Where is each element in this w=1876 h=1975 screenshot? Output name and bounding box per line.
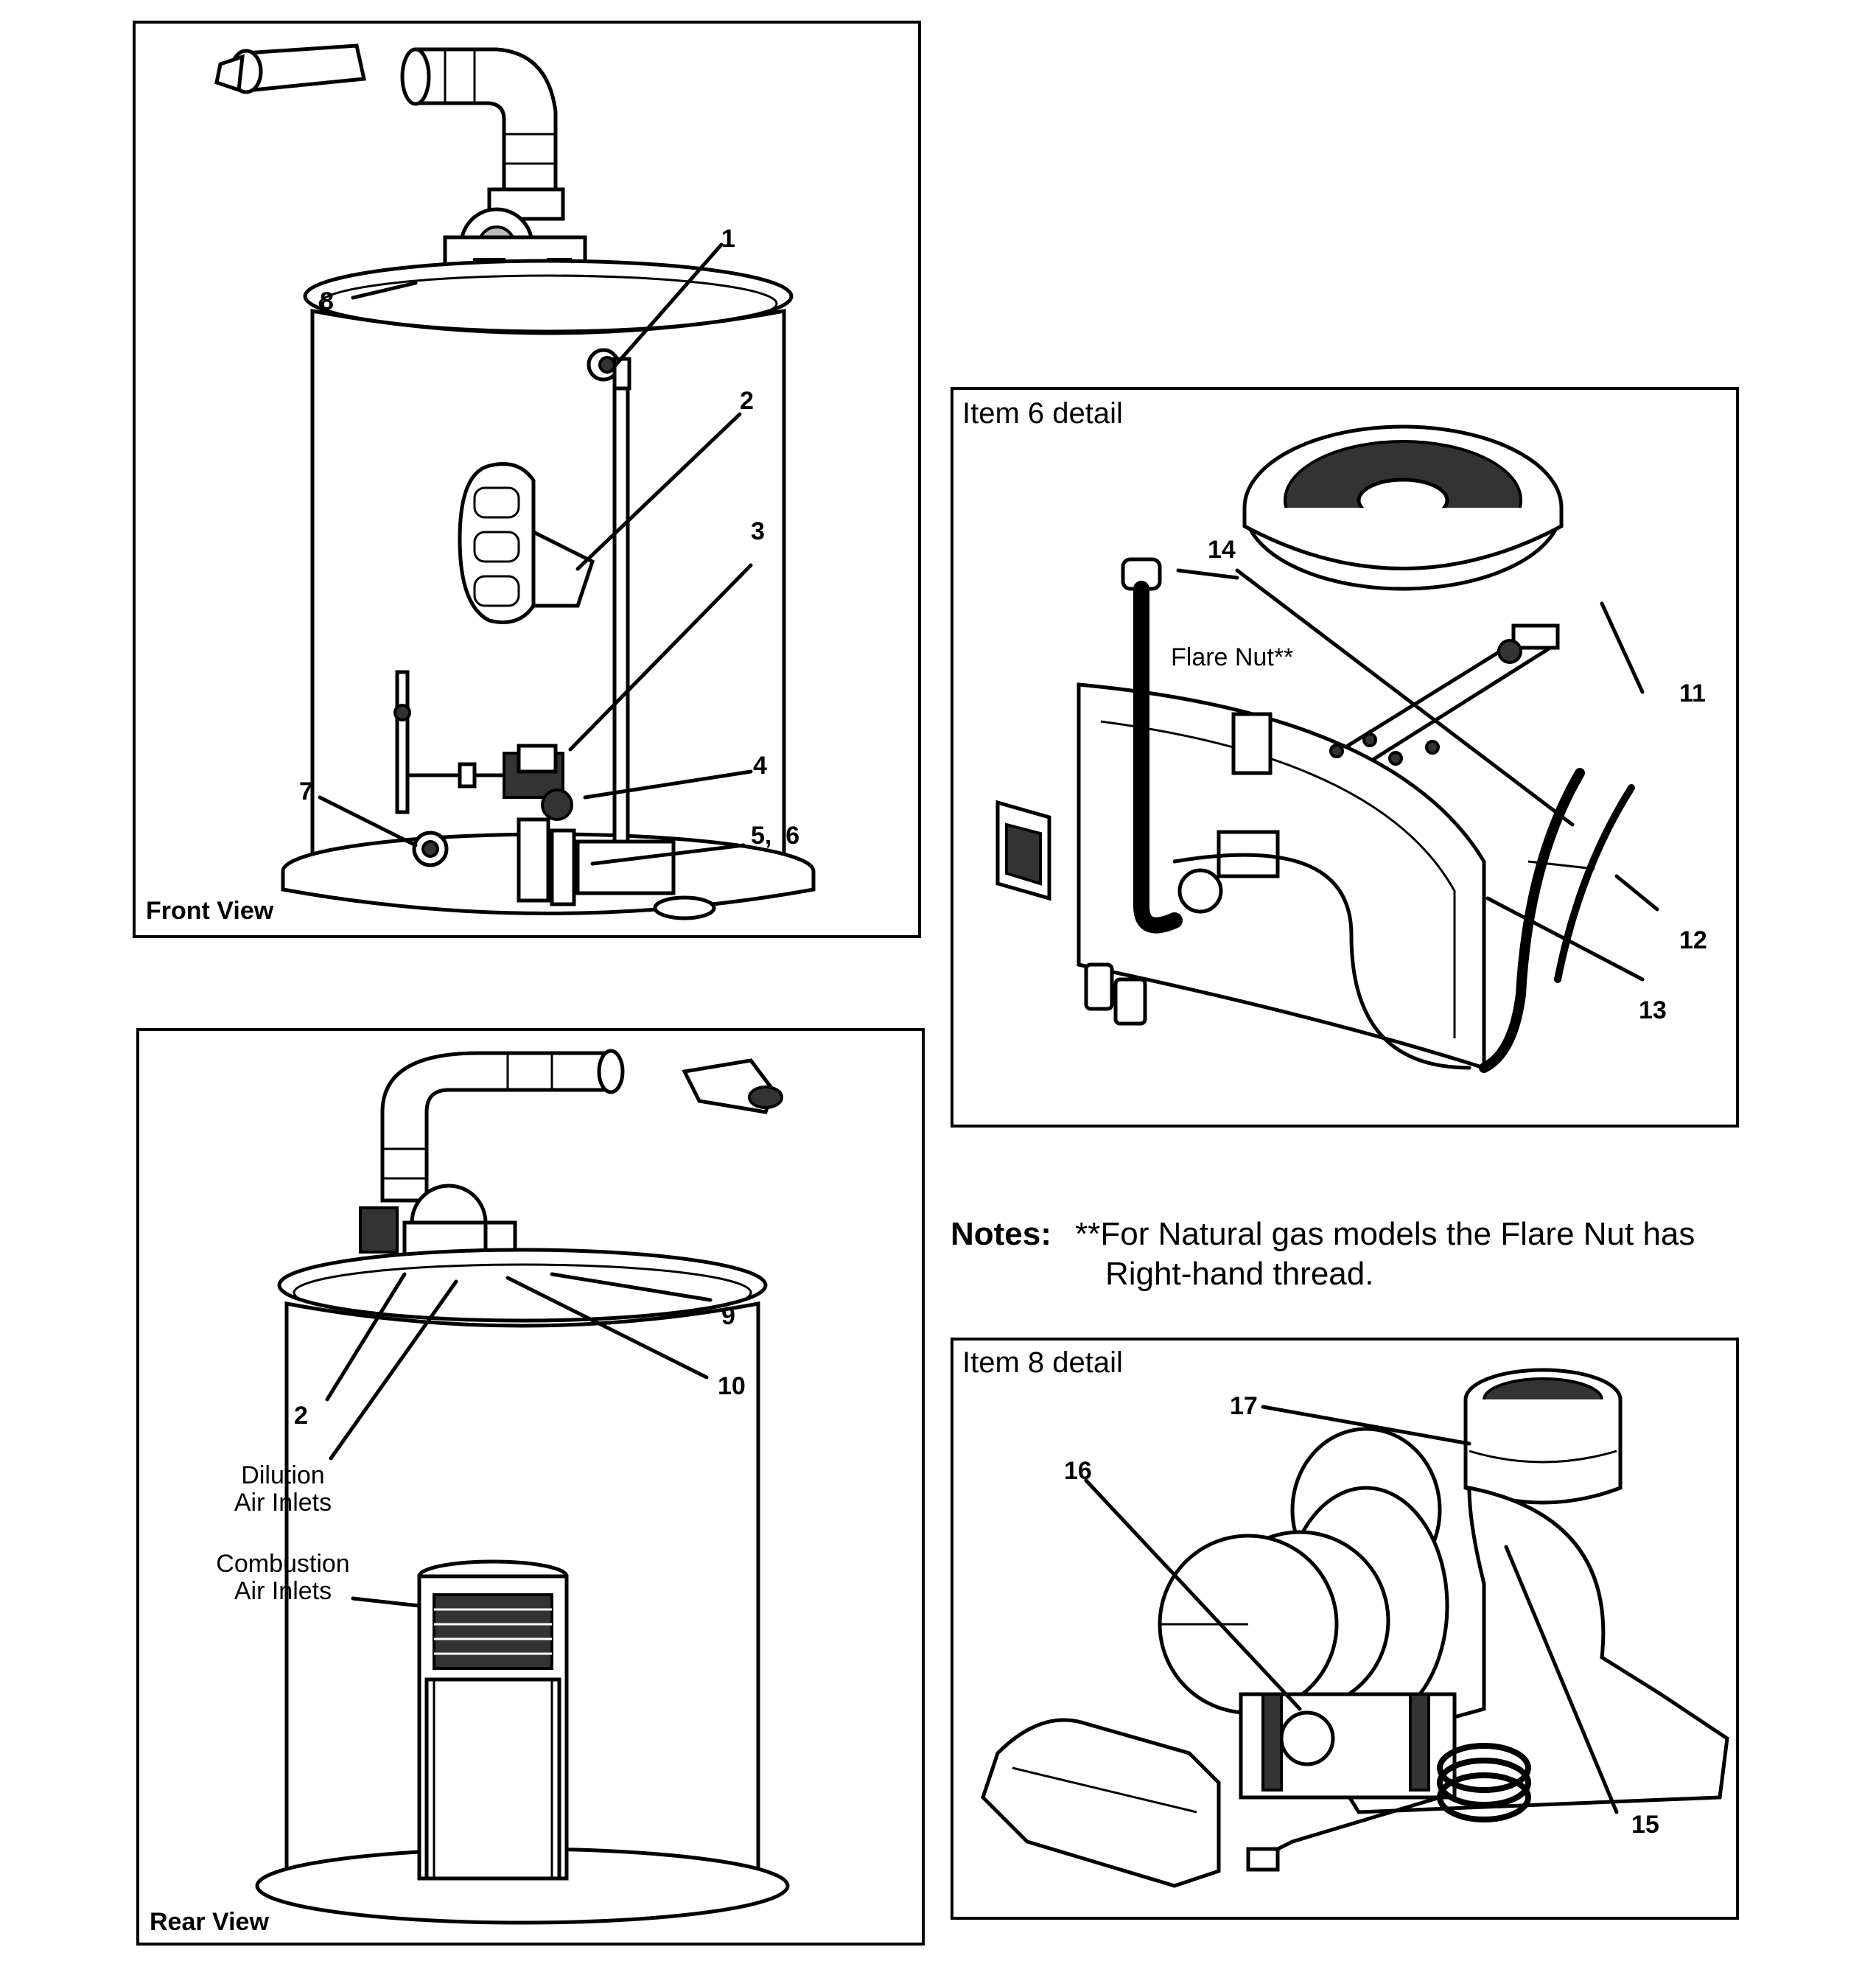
front-callout-5-6: 5, 6: [751, 822, 800, 850]
front-callout-4: 4: [753, 752, 767, 780]
front-view-drawing: [214, 43, 816, 920]
front-view-panel: 1 2 3 4 5, 6 7 8 Front View: [133, 21, 921, 938]
notes-label: Notes:: [951, 1216, 1051, 1252]
item8-callout-16: 16: [1064, 1457, 1092, 1485]
vent-pipe-detached: [214, 43, 367, 94]
gasket-piece: [995, 800, 1051, 901]
item8-callout-15: 15: [1631, 1811, 1659, 1839]
rear-view-leaders: [325, 1272, 713, 1608]
item6-callout-14: 14: [1208, 536, 1236, 564]
front-view-leaders: [318, 242, 753, 866]
item6-callout-13: 13: [1639, 996, 1667, 1024]
power-cord: [1246, 1743, 1531, 1872]
notes-line1: **For Natural gas models the Flare Nut h…: [1075, 1216, 1695, 1252]
item8-detail-drawing: [981, 1368, 1729, 1888]
rear-callout-2: 2: [294, 1402, 308, 1430]
blower-outlet-collar: [1463, 1368, 1623, 1505]
item6-callout-12: 12: [1679, 926, 1707, 954]
flare-nut-label: Flare Nut**: [1171, 643, 1294, 671]
manifold-door: [1077, 682, 1486, 1071]
front-callout-2: 2: [740, 387, 754, 415]
gas-control-assembly: [393, 670, 676, 906]
notes-block: Notes: **For Natural gas models the Flar…: [951, 1216, 1835, 1293]
item6-detail-panel: Item 6 detail Flare Nut** 14 11 12 13: [951, 387, 1739, 1128]
screws: [1329, 733, 1440, 766]
item8-detail-title: Item 8 detail: [962, 1346, 1123, 1379]
front-callout-7: 7: [299, 777, 313, 805]
item6-leaders: [1176, 568, 1659, 982]
blower-motor: [1158, 1486, 1449, 1726]
sight-window: [458, 462, 595, 624]
rear-callout-9: 9: [721, 1302, 735, 1330]
combustion-air-inlets-label: Combustion Air Inlets: [216, 1550, 350, 1606]
front-callout-3: 3: [751, 517, 765, 545]
front-callout-1: 1: [721, 225, 735, 253]
gas-supply-tube: [1121, 557, 1471, 1070]
dilution-air-inlets-label: Dilution Air Inlets: [234, 1461, 332, 1517]
rear-vent-elbow: [380, 1049, 783, 1203]
front-view-label: Front View: [146, 897, 274, 925]
item6-callout-11: 11: [1679, 679, 1706, 707]
notes-line2: Right-hand thread.: [1105, 1256, 1374, 1292]
clip-pieces: [1084, 962, 1147, 1026]
combustion-air-inlet-housing: [417, 1559, 569, 1881]
item8-callout-17: 17: [1230, 1392, 1258, 1420]
item8-detail-panel: Item 8 detail 17 16 15: [951, 1338, 1739, 1920]
rear-view-drawing: [255, 1049, 790, 1925]
item6-detail-title: Item 6 detail: [962, 397, 1123, 430]
igniter-thermocouple: [1479, 768, 1635, 1073]
item8-leaders: [1084, 1405, 1619, 1814]
blower-cover: [981, 1718, 1221, 1888]
rear-view-panel: 9 10 2 Dilution Air Inlets Combustion Ai…: [136, 1028, 925, 1946]
burner-disc: [1242, 424, 1564, 591]
vent-pipe-elbow: [400, 47, 558, 195]
rear-callout-10: 10: [718, 1372, 746, 1400]
item6-detail-drawing: [995, 424, 1659, 1073]
motor-bracket: [1239, 1692, 1457, 1800]
rear-view-label: Rear View: [150, 1908, 269, 1936]
front-callout-8: 8: [320, 287, 334, 315]
